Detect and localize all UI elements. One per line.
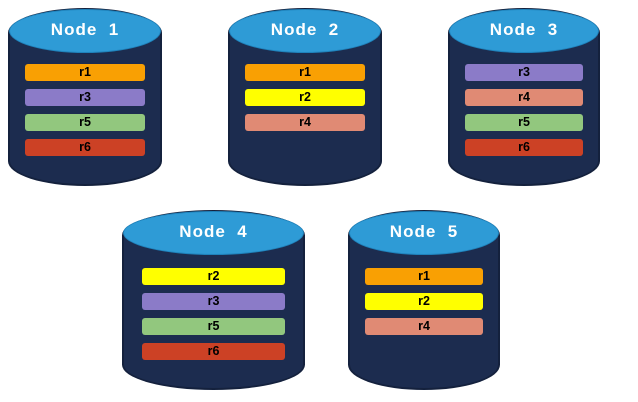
cylinder-top-icon [9,9,161,53]
node-title: Node 1 [50,20,120,39]
replica-bar-r3[interactable]: r3 [464,64,584,81]
node-title: Node 5 [389,222,459,241]
replica-bar-r6[interactable]: r6 [464,139,584,156]
database-node-4[interactable]: Node 4 r2 r3 r5 r6 [122,210,305,390]
replica-list: r3 r4 r5 r6 [448,64,600,156]
replica-bar-r3[interactable]: r3 [142,293,285,310]
replica-bar-r2[interactable]: r2 [364,293,484,310]
database-node-2[interactable]: Node 2 r1 r2 r4 [228,8,382,186]
replica-bar-r4[interactable]: r4 [464,89,584,106]
replica-bar-r1[interactable]: r1 [244,64,366,81]
cylinder-top-icon [229,9,381,53]
replica-bar-r4[interactable]: r4 [244,114,366,131]
cylinder-top-icon [449,9,599,53]
replica-bar-r2[interactable]: r2 [244,89,366,106]
replica-bar-r5[interactable]: r5 [24,114,146,131]
replica-bar-r6[interactable]: r6 [24,139,146,156]
replica-list: r1 r2 r4 [228,64,382,131]
replica-list: r1 r2 r4 [348,268,500,335]
replica-list: r2 r3 r5 r6 [122,268,305,360]
replica-bar-r6[interactable]: r6 [142,343,285,360]
replica-bar-r1[interactable]: r1 [24,64,146,81]
node-title: Node 4 [179,222,248,241]
replica-bar-r1[interactable]: r1 [364,268,484,285]
replica-bar-r2[interactable]: r2 [142,268,285,285]
node-title: Node 2 [270,20,340,39]
database-node-1[interactable]: Node 1 r1 r3 r5 r6 [8,8,162,186]
replica-bar-r3[interactable]: r3 [24,89,146,106]
replica-list: r1 r3 r5 r6 [8,64,162,156]
replica-bar-r5[interactable]: r5 [464,114,584,131]
cylinder-top-icon [349,211,499,255]
replica-bar-r4[interactable]: r4 [364,318,484,335]
node-title: Node 3 [489,20,559,39]
database-node-3[interactable]: Node 3 r3 r4 r5 r6 [448,8,600,186]
replica-bar-r5[interactable]: r5 [142,318,285,335]
cylinder-top-icon [123,211,304,255]
database-node-5[interactable]: Node 5 r1 r2 r4 [348,210,500,390]
